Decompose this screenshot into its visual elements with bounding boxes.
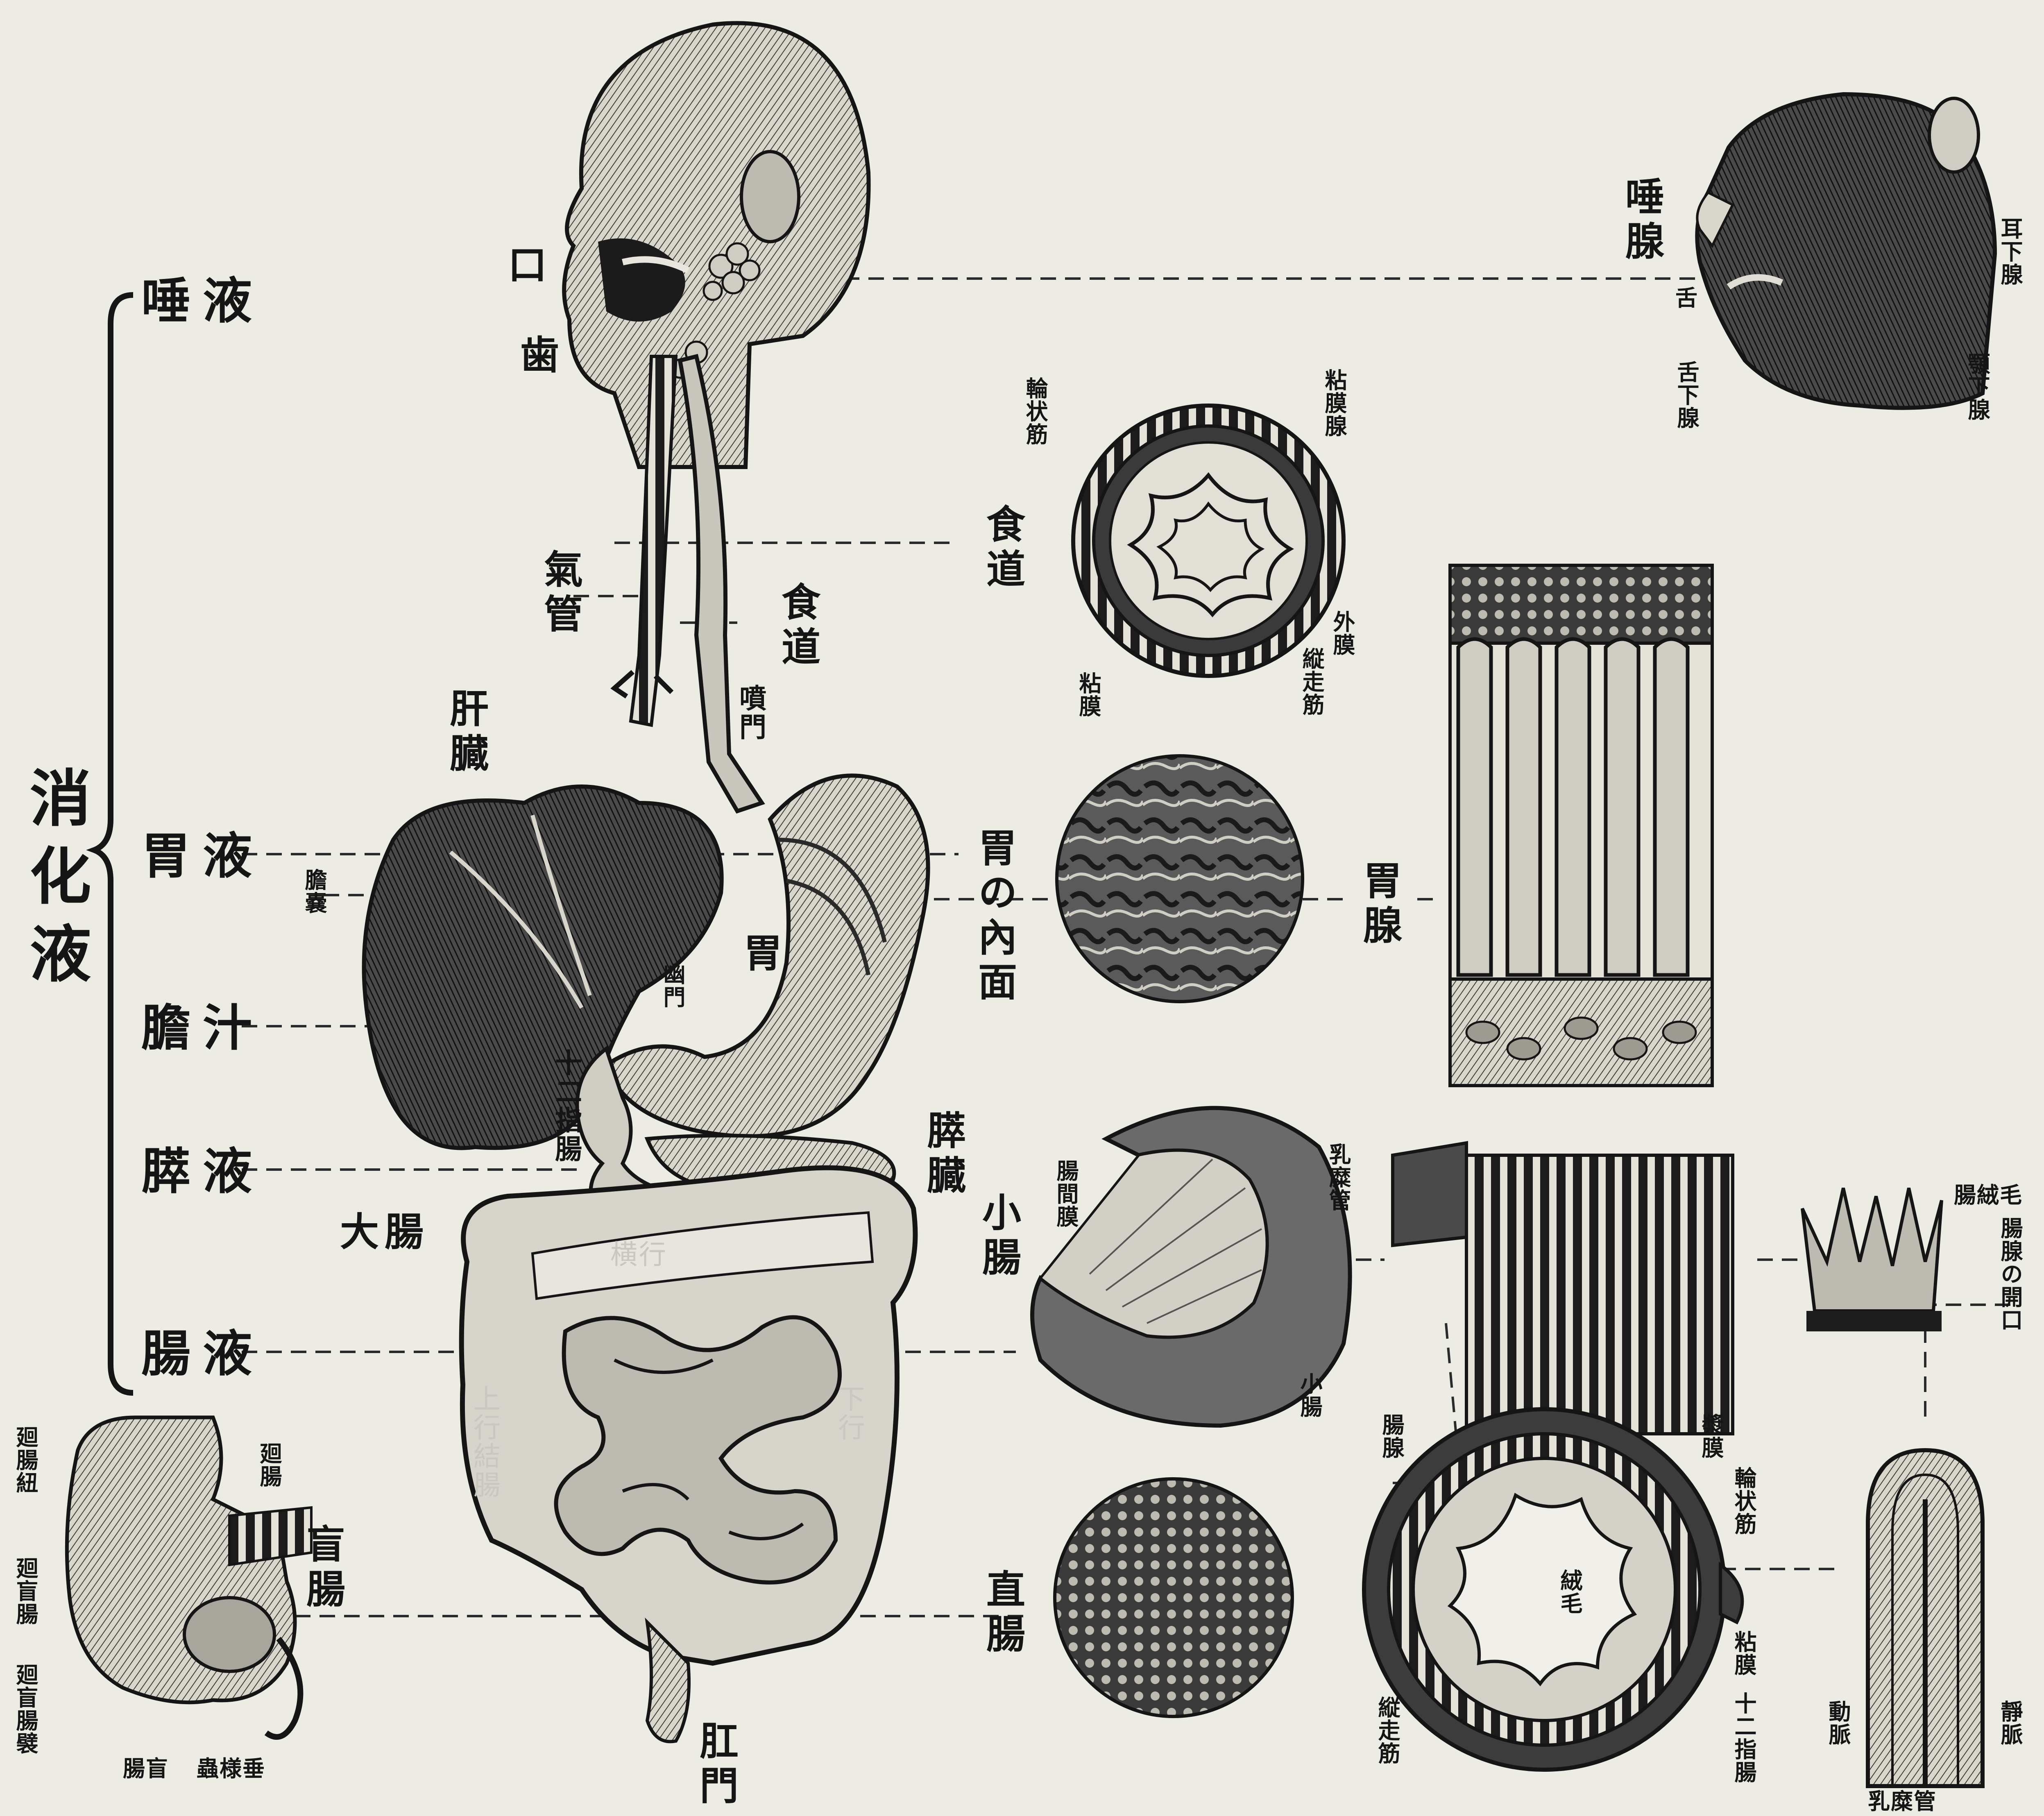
small-intestine-title: 小腸: [979, 1192, 1018, 1281]
salivary-submandibular: 顎下腺: [1966, 352, 1988, 421]
villus-artery: 動脈: [1827, 1700, 1849, 1746]
villi-block-art: [1802, 1188, 1942, 1331]
villi-gland-openings: 腸腺の開口: [1999, 1217, 2021, 1331]
label-anus: 肛門: [696, 1721, 735, 1810]
label-liver: 肝臓: [446, 688, 485, 778]
rectum-circle: [1055, 1479, 1292, 1716]
duodenum-duodenum: 十二指腸: [1733, 1692, 1755, 1784]
esophagus-mucosa: 粘膜: [1077, 672, 1099, 718]
label-duodenum: 十二指腸: [553, 1049, 580, 1163]
head-figure: [564, 23, 868, 467]
small-intestine-lacteal: 乳糜管: [1327, 1143, 1349, 1212]
gastric-gland-block: [1450, 565, 1712, 1086]
esophagus-mucous-gland: 粘膜腺: [1323, 369, 1345, 438]
duodenum-circular-muscle: 輪状筋: [1733, 1467, 1755, 1535]
stomach-inner-circle: [1057, 756, 1303, 1002]
cecum-appendix: 蟲様垂: [197, 1757, 265, 1780]
villi-label: 腸絨毛: [1954, 1184, 2023, 1206]
esophagus-section-title: 食道: [983, 504, 1022, 593]
label-stomach: 胃: [743, 934, 788, 973]
label-trachea: 氣管: [541, 549, 580, 638]
duodenum-mucosa: 粘膜: [1733, 1630, 1755, 1676]
juice-gastric: 胃液: [141, 832, 264, 881]
juice-bile: 膽汁: [141, 1004, 264, 1053]
label-mouth: 口: [508, 246, 553, 285]
esophagus-section-art: [1073, 406, 1344, 676]
cecum-ileum-band: 廻腸紐: [14, 1426, 36, 1494]
juice-saliva: 唾液: [141, 277, 264, 326]
intestinal-fold-block: [1393, 1143, 1733, 1434]
duodenum-intestinal-gland: 腸腺: [1380, 1413, 1403, 1459]
duodenum-longitudinal-muscle: 縦走筋: [1376, 1696, 1398, 1765]
esophagus-circular-muscle: 輪状筋: [1024, 377, 1046, 446]
cecum-ileocecal-fold: 廻盲腸襞: [14, 1663, 36, 1755]
villus-detail-art: [1868, 1450, 1983, 1786]
salivary-title: 唾腺: [1622, 176, 1661, 265]
duodenum-villi: 絨毛: [1559, 1569, 1581, 1615]
label-cardia: 噴門: [737, 684, 764, 741]
esophagus-outer-membrane: 外膜: [1331, 610, 1353, 656]
juice-intestinal: 腸液: [141, 1329, 264, 1378]
small-intestine-mesentery: 腸間膜: [1055, 1159, 1077, 1228]
salivary-sublingual: 舌下腺: [1675, 360, 1697, 429]
label-ascending-colon: 上行結腸: [471, 1385, 498, 1499]
label-gallbladder: 膽嚢: [303, 868, 325, 914]
salivary-tongue: 舌: [1675, 287, 1698, 309]
salivary-parotid: 耳下腺: [1999, 217, 2021, 286]
label-pancreas: 膵臓: [924, 1110, 963, 1199]
label-large-intestine: 大腸: [340, 1213, 429, 1251]
juice-pancreatic: 膵液: [141, 1147, 264, 1196]
cecum-ileocecal-valve: 廻盲腸: [14, 1557, 36, 1626]
label-descending-colon: 下行: [836, 1385, 863, 1442]
label-pylorus: 幽門: [662, 963, 684, 1009]
villus-vein: 靜脈: [1999, 1700, 2021, 1746]
salivary-face-art: [1697, 94, 1995, 408]
cecum-ileum: 廻腸: [258, 1442, 280, 1488]
rectum-title: 直腸: [983, 1569, 1022, 1658]
duodenum-serosa: 漿膜: [1700, 1413, 1722, 1459]
digestive-juices-group-label: 消化液: [25, 766, 86, 1000]
juice-brace: [94, 295, 133, 1393]
label-esophagus: 食道: [778, 582, 817, 671]
gastric-gland-label: 胃腺: [1360, 860, 1399, 950]
villus-lacteal: 乳糜管: [1868, 1790, 1937, 1812]
cecum-title: 盲腸: [303, 1524, 342, 1613]
stomach-inner-title: 胃の內面: [975, 828, 1014, 1006]
label-teeth: 歯: [520, 336, 565, 375]
small-intestine-label: 小腸: [1298, 1372, 1321, 1418]
esophagus-longitudinal-muscle: 縦走筋: [1301, 647, 1323, 716]
label-transverse-colon: 横行: [610, 1241, 668, 1268]
cecum-small-label: 腸盲: [123, 1757, 169, 1780]
duodenum-section-art: [1364, 1409, 1742, 1770]
